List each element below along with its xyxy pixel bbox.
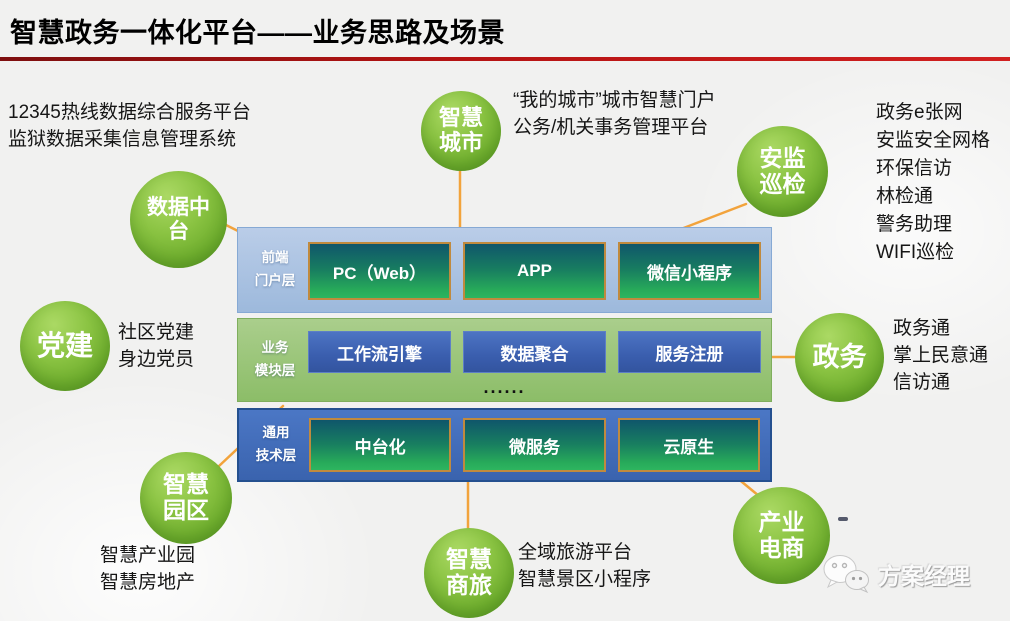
bubble-safety-patrol: 安监 巡检 [737, 126, 828, 217]
bubble-data-middle-platform: 数据中 台 [130, 171, 227, 268]
small-artifact-mark [838, 517, 848, 521]
business-item-service-registry: 服务注册 [618, 331, 761, 373]
layer-business-module: 业务 模块层 工作流引擎 数据聚合 服务注册 ...... [237, 318, 772, 402]
portal-item-wechat-miniprogram: 微信小程序 [618, 242, 761, 300]
page-title: 智慧政务一体化平台——业务思路及场景 [10, 18, 505, 48]
layer-business-module-label: 业务 模块层 [254, 340, 296, 378]
note-bottom-center: 全域旅游平台 智慧景区小程序 [518, 542, 652, 590]
note-bottom-left: 智慧产业园 智慧房地产 [100, 545, 196, 593]
layer-common-tech: 通用 技术层 中台化 微服务 云原生 [237, 408, 772, 482]
business-item-workflow-engine: 工作流引擎 [308, 331, 451, 373]
business-item-data-aggregation: 数据聚合 [463, 331, 606, 373]
note-top-left: 12345热线数据综合服务平台 监狱数据采集信息管理系统 [8, 102, 251, 150]
note-mid-right: 政务通 掌上民意通 信访通 [893, 318, 989, 393]
title-underline [0, 57, 1010, 61]
portal-item-pc-web: PC（Web） [308, 242, 451, 300]
bubble-smart-travel: 智慧 商旅 [424, 528, 514, 618]
bubble-industry-ecommerce: 产业 电商 [733, 487, 830, 584]
layer-frontend-portal: 前端 门户层 PC（Web） APP 微信小程序 [237, 227, 772, 313]
tech-item-middle-platform: 中台化 [309, 418, 452, 472]
business-more-dots: ...... [483, 377, 526, 397]
tech-item-cloud-native: 云原生 [617, 418, 760, 472]
bubble-smart-park: 智慧 园区 [140, 452, 232, 544]
portal-item-app: APP [463, 242, 606, 300]
note-top-center: “我的城市”城市智慧门户 公务/机关事务管理平台 [513, 90, 716, 138]
note-top-right: 政务e张网 安监安全网格 环保信访 林检通 警务助理 WIFI巡检 [876, 102, 991, 263]
layer-common-tech-label: 通用 技术层 [255, 425, 297, 463]
layer-frontend-portal-label: 前端 门户层 [254, 250, 296, 288]
note-mid-left: 社区党建 身边党员 [118, 322, 195, 370]
tech-item-microservice: 微服务 [463, 418, 606, 472]
watermark-text: 方案经理 [878, 563, 970, 589]
bubble-government: 政务 [795, 313, 884, 402]
bubble-smart-city: 智慧 城市 [421, 91, 501, 171]
wechat-icon [823, 555, 869, 594]
bubble-party-building: 党建 [20, 301, 110, 391]
watermark: 方案经理 [822, 553, 970, 595]
